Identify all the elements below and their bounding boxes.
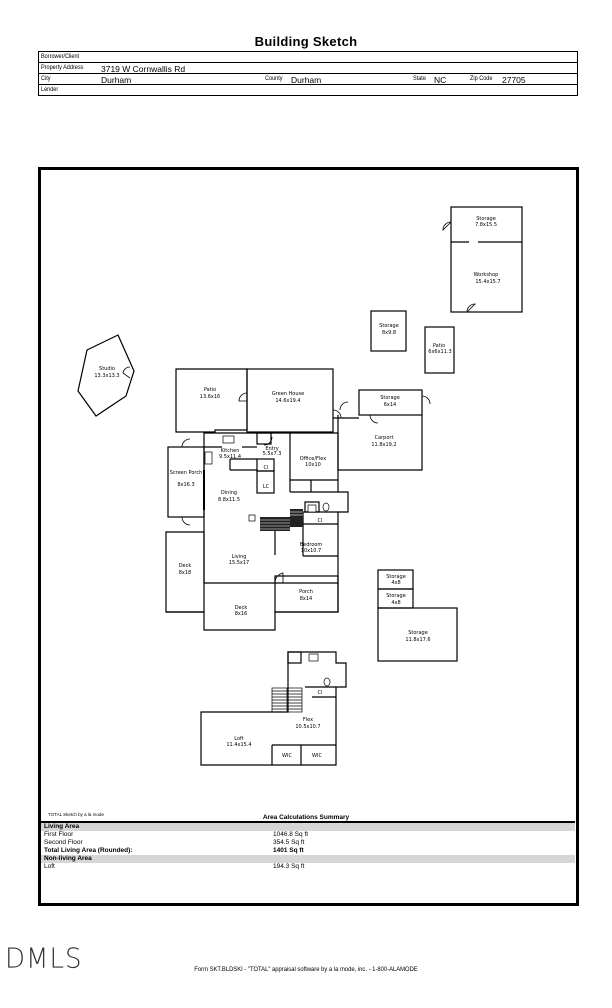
dmls-logo: DMLS bbox=[5, 943, 83, 975]
state-label: State bbox=[413, 75, 426, 82]
address-row: Property Address 3719 W Cornwallis Rd bbox=[39, 63, 577, 74]
room-carport-dims: 11.8x19.2 bbox=[371, 442, 396, 448]
room-green-house-name: Green House bbox=[272, 391, 304, 397]
room-deck-bottom-name: Deck bbox=[235, 605, 248, 611]
room-storage-small-dims: 8x9.8 bbox=[382, 330, 396, 336]
area-row-living-area: Living Area bbox=[41, 823, 575, 831]
lender-row: Lender bbox=[39, 85, 577, 95]
area-summary-table: Living Area First Floor 1046.8 Sq ft Sec… bbox=[41, 821, 575, 871]
room-screen-porch-name: Screen Porch bbox=[170, 470, 203, 476]
room-entry-dims: 5.5x7.3 bbox=[263, 451, 282, 457]
area-row-non-living: Non-living Area bbox=[41, 855, 575, 863]
room-workshop-dims: 15.4x15.7 bbox=[475, 279, 500, 285]
borrower-row: Borrower/Client bbox=[39, 52, 577, 63]
area-row-label: Second Floor bbox=[44, 839, 83, 846]
area-row-total-living: Total Living Area (Rounded): 1401 Sq ft bbox=[41, 847, 575, 855]
wic-label: WIC bbox=[312, 753, 322, 759]
room-office-dims: 10x10 bbox=[305, 462, 321, 468]
room-porch-dims: 8x14 bbox=[300, 596, 313, 602]
room-flex-dims: 10.5x10.7 bbox=[295, 724, 320, 730]
room-deck-bottom-dims: 8x16 bbox=[235, 611, 248, 617]
workshop-outline bbox=[450, 206, 523, 313]
area-row-label: First Floor bbox=[44, 831, 74, 838]
sketch-credit: TOTAL Sketch by a la mode bbox=[48, 812, 104, 817]
room-storage-top-name: Storage bbox=[476, 216, 496, 222]
city-value: Durham bbox=[101, 75, 132, 85]
room-storage-4x8-b-name: Storage bbox=[386, 593, 406, 599]
room-living-dims: 15.5x17 bbox=[229, 560, 249, 566]
room-kitchen-name: Kitchen bbox=[221, 448, 240, 454]
lender-label: Lender bbox=[41, 86, 59, 93]
room-loft-dims: 11.4x15.4 bbox=[226, 742, 251, 748]
county-label: County bbox=[265, 75, 283, 82]
area-row-value: 194.3 Sq ft bbox=[273, 863, 305, 870]
address-label: Property Address bbox=[41, 64, 84, 71]
page-title: Building Sketch bbox=[254, 34, 358, 49]
room-green-house-dims: 14.6x19.4 bbox=[275, 398, 300, 404]
area-row-label: Non-living Area bbox=[44, 855, 92, 862]
stairs-icon bbox=[260, 509, 303, 531]
area-summary-title: Area Calculations Summary bbox=[262, 814, 350, 821]
room-entry-name: Entry bbox=[265, 446, 278, 452]
room-storage-mid-name: Storage bbox=[380, 395, 400, 401]
form-footer-text: Form SKT.BLDSKI - "TOTAL" appraisal soft… bbox=[194, 966, 418, 973]
room-storage-top-dims: 7.8x15.5 bbox=[475, 222, 497, 228]
zip-label: Zip Code bbox=[470, 75, 493, 82]
area-row-second-floor: Second Floor 354.5 Sq ft bbox=[41, 839, 575, 847]
room-dining-dims: 8.8x11.5 bbox=[218, 497, 240, 503]
room-patio-left-dims: 13.6x16 bbox=[200, 394, 220, 400]
closet-label: Cl bbox=[264, 465, 269, 471]
area-row-label: Loft bbox=[44, 863, 55, 870]
room-storage-large-name: Storage bbox=[408, 630, 428, 636]
room-porch-name: Porch bbox=[299, 589, 313, 595]
room-storage-4x8-a-dims: 4x8 bbox=[391, 580, 400, 586]
area-row-value: 1046.8 Sq ft bbox=[273, 831, 309, 838]
room-loft-name: Loft bbox=[234, 736, 243, 742]
address-value: 3719 W Cornwallis Rd bbox=[101, 64, 186, 74]
area-row-value: 354.5 Sq ft bbox=[273, 839, 305, 846]
county-value: Durham bbox=[291, 75, 322, 85]
room-flex-name: Flex bbox=[303, 717, 313, 723]
room-office-name: Office/Flex bbox=[300, 456, 327, 462]
room-studio-name: Studio bbox=[99, 366, 115, 372]
wic-label: WIC bbox=[282, 753, 292, 759]
borrower-label: Borrower/Client bbox=[41, 53, 80, 60]
closet-label: Cl bbox=[318, 690, 323, 696]
room-patio-right-name: Patio bbox=[433, 343, 445, 349]
zip-value: 27705 bbox=[502, 75, 526, 85]
room-deck-left-name: Deck bbox=[179, 563, 192, 569]
room-dining-name: Dining bbox=[221, 490, 237, 496]
room-storage-4x8-a-name: Storage bbox=[386, 574, 406, 580]
room-living-name: Living bbox=[232, 554, 247, 560]
room-patio-right-dims: 6x6x11.3 bbox=[428, 349, 451, 355]
area-row-loft: Loft 194.3 Sq ft bbox=[41, 863, 575, 871]
room-carport-name: Carport bbox=[375, 435, 394, 441]
state-value: NC bbox=[434, 75, 447, 85]
room-bedroom-name: Bedroom bbox=[300, 542, 323, 548]
city-row: City Durham County Durham State NC Zip C… bbox=[39, 74, 577, 85]
linen-closet-label: LC bbox=[263, 484, 270, 490]
room-studio-dims: 13.3x13.3 bbox=[94, 373, 119, 379]
room-bedroom-dims: 10x10.7 bbox=[301, 548, 321, 554]
room-storage-4x8-b-dims: 4x8 bbox=[391, 600, 400, 606]
area-row-label: Living Area bbox=[44, 823, 80, 830]
room-patio-left-name: Patio bbox=[204, 387, 216, 393]
room-storage-mid-dims: 6x14 bbox=[384, 402, 397, 408]
city-label: City bbox=[41, 75, 51, 82]
area-row-value: 1401 Sq ft bbox=[273, 847, 304, 854]
room-deck-left-dims: 8x18 bbox=[179, 570, 192, 576]
sketch-frame bbox=[38, 167, 579, 906]
room-storage-large-dims: 11.8x17.6 bbox=[405, 637, 430, 643]
area-row-first-floor: First Floor 1046.8 Sq ft bbox=[41, 831, 575, 839]
room-storage-small-name: Storage bbox=[379, 323, 399, 329]
room-screen-porch-dims: 8x16.3 bbox=[177, 482, 194, 488]
closet-label: Cl bbox=[318, 518, 323, 524]
room-workshop-name: Workshop bbox=[474, 272, 499, 278]
area-row-label: Total Living Area (Rounded): bbox=[44, 847, 133, 854]
property-header-table: Borrower/Client Property Address 3719 W … bbox=[38, 51, 578, 96]
room-kitchen-dims: 9.5x11.4 bbox=[219, 454, 241, 460]
